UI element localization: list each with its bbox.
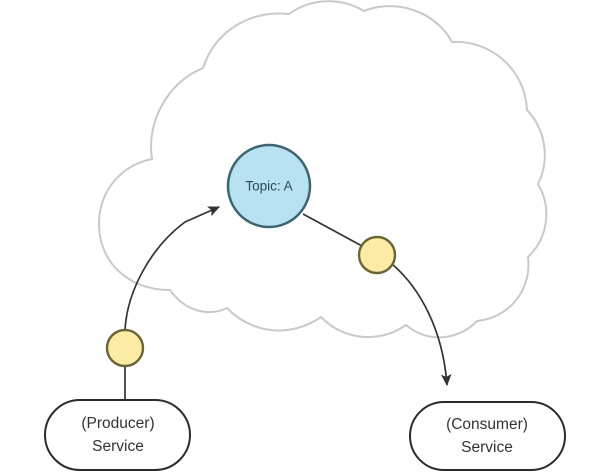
producer-service-label-line1: (Producer)	[81, 415, 154, 432]
producer-service-label-line2: Service	[92, 438, 144, 455]
deliver-arrow-curve	[391, 263, 452, 387]
consumer-service-label-line1: (Consumer)	[446, 416, 528, 433]
consumer-service-box[interactable]	[409, 401, 566, 471]
topic-label: Topic: A	[245, 179, 292, 194]
deliver-arrow-upper	[302, 213, 363, 247]
message-dot-consumer	[357, 235, 397, 275]
producer-service-box[interactable]	[44, 399, 191, 471]
topic-circle[interactable]	[226, 143, 312, 229]
consumer-service-label-line2: Service	[461, 439, 513, 456]
message-broker-cloud	[98, 0, 548, 339]
publish-arrow-curve	[124, 206, 221, 331]
message-dot-producer	[105, 328, 145, 368]
